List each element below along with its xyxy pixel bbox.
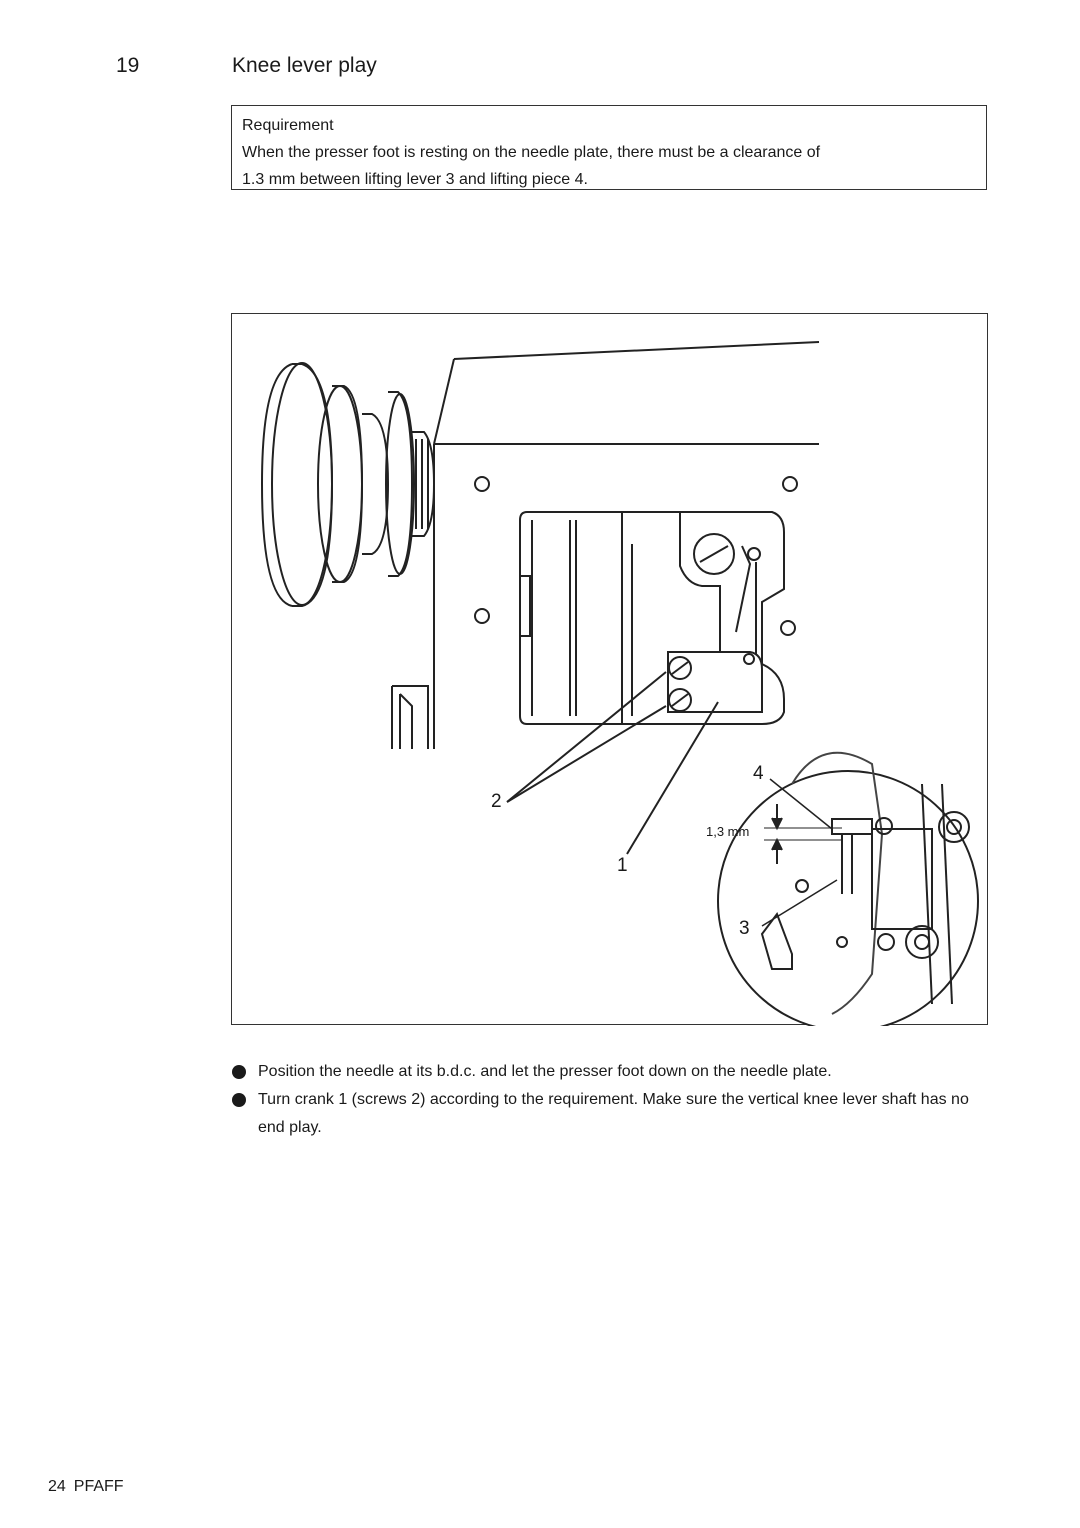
brand-name: PFAFF — [73, 1478, 124, 1495]
page-footer: 24 PFAFF — [48, 1478, 124, 1496]
callout-2: 2 — [491, 791, 502, 812]
requirement-line-1: When the presser foot is resting on the … — [242, 144, 821, 161]
instruction-item: Turn crank 1 (screws 2) according to the… — [232, 1086, 992, 1142]
requirement-box: Requirement When the presser foot is res… — [231, 105, 987, 190]
machine-drawing — [260, 341, 979, 1026]
section-title: Knee lever play — [232, 54, 377, 77]
technical-illustration: 2 1 4 3 1,3 mm — [231, 313, 988, 1026]
requirement-heading: Requirement — [242, 117, 334, 134]
section-number: 19 — [116, 54, 140, 77]
instruction-text: Position the needle at its b.d.c. and le… — [258, 1063, 832, 1080]
instructions-list: Position the needle at its b.d.c. and le… — [232, 1058, 992, 1142]
callout-4: 4 — [753, 763, 764, 784]
instruction-item: Position the needle at its b.d.c. and le… — [232, 1058, 992, 1086]
callout-3: 3 — [739, 918, 750, 939]
requirement-line-2: 1.3 mm between lifting lever 3 and lifti… — [242, 171, 588, 188]
page-number: 24 — [48, 1478, 66, 1495]
instruction-text: Turn crank 1 (screws 2) according to the… — [258, 1091, 969, 1136]
callout-1: 1 — [617, 855, 628, 876]
clearance-label: 1,3 mm — [706, 824, 750, 839]
bullet-icon — [232, 1065, 246, 1079]
bullet-icon — [232, 1093, 246, 1107]
